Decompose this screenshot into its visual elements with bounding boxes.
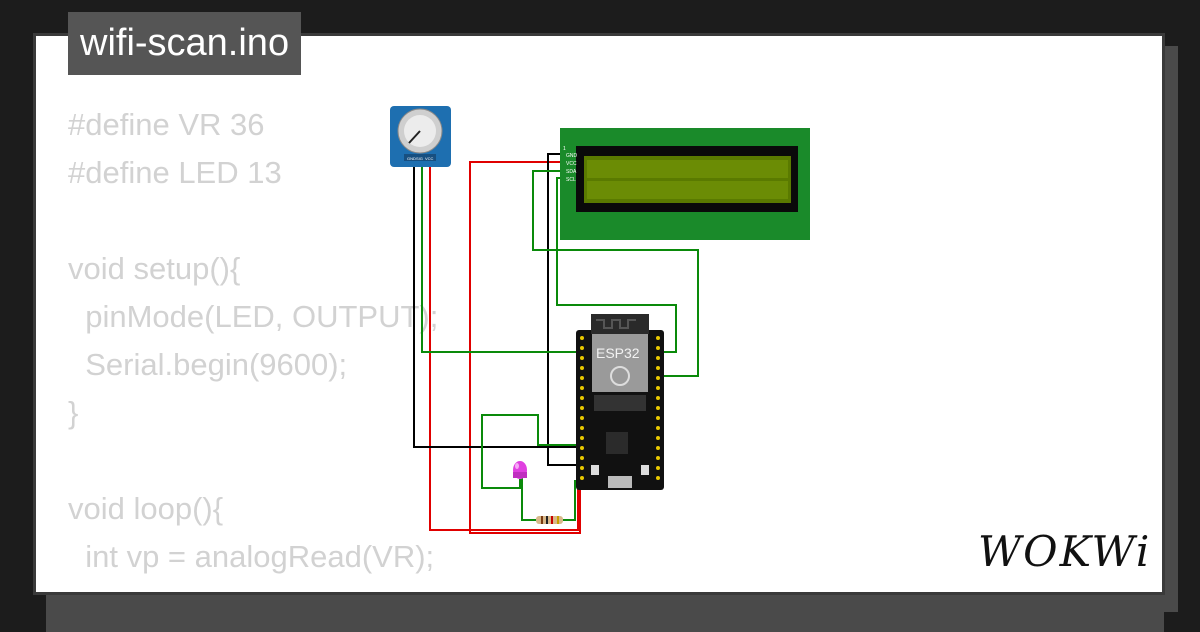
pin-headers-left [580, 336, 584, 480]
project-title: wifi-scan.ino [68, 12, 302, 75]
resistor[interactable] [536, 516, 563, 524]
esp32-board[interactable]: ESP32 [576, 314, 664, 490]
board-label: ESP32 [596, 345, 640, 361]
code-line: void loop(){ [68, 491, 224, 526]
wire-green-sda [532, 170, 699, 377]
pin-headers-right [656, 336, 660, 480]
potentiometer[interactable]: GND SIG VCC [390, 106, 451, 167]
lcd-pin-vcc: VCC [566, 161, 577, 167]
card-bottom-edge [36, 592, 1164, 632]
code-line: int vp = analogRead(VR); [68, 539, 435, 574]
code-line: void setup(){ [68, 251, 241, 286]
pot-pin-vcc: VCC [425, 156, 434, 161]
wire-black-lcd [547, 153, 585, 466]
pot-pin-gnd: GND [407, 156, 416, 161]
wire-green-led [481, 414, 585, 489]
card-bottom-gap [36, 592, 46, 632]
wokwi-logo: WOKWi [978, 527, 1152, 576]
lcd-pin-gnd: GND [566, 153, 578, 159]
code-line: Serial.begin(9600); [68, 347, 348, 382]
pot-pin-sig: SIG [416, 156, 423, 161]
lcd-pin-1: 1 [563, 146, 566, 152]
code-line: #define LED 13 [68, 155, 282, 190]
code-line: } [68, 395, 79, 430]
wire-green-resistor [521, 478, 536, 521]
lcd-character-cells [587, 160, 788, 199]
wire-red-lcd [469, 161, 581, 534]
wires [413, 153, 699, 534]
wire-green-scl [556, 177, 677, 353]
card-border-bottom [33, 592, 1165, 595]
lcd-pin-scl: SCL [566, 177, 576, 183]
code-line: #define VR 36 [68, 107, 265, 142]
wire-green-pot-sig [421, 162, 578, 353]
wire-black-pot [413, 162, 585, 448]
wire-red-pot [429, 162, 579, 531]
lcd-pin-sda: SDA [566, 169, 577, 175]
wire-green-resistor-out [563, 480, 576, 521]
led[interactable] [513, 461, 527, 479]
lcd-display[interactable]: 1 GND VCC SDA SCL [560, 128, 810, 240]
